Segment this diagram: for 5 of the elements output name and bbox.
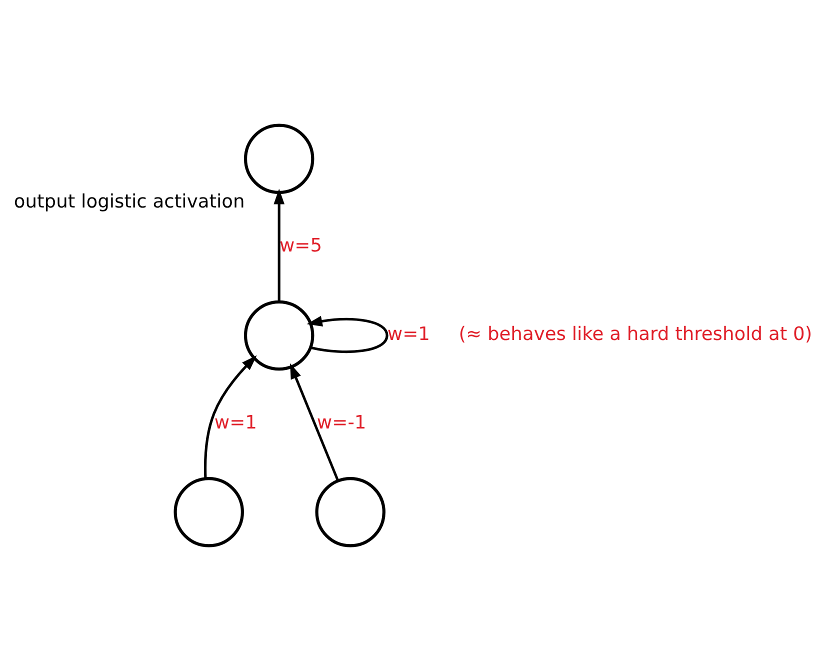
node-label: output logistic activation	[13, 191, 244, 212]
edge-label: w=1	[386, 324, 430, 346]
edge-label: w=-1	[316, 412, 366, 434]
label: (≈ behaves like a hard threshold at 0)	[458, 324, 812, 346]
edge-label: w=1	[214, 412, 257, 434]
